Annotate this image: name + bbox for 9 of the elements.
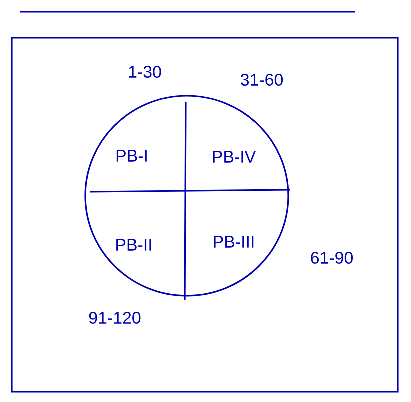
range-label: 61-90 (311, 252, 353, 264)
quadrant-label: PB-III (214, 236, 254, 248)
quadrant-label: PB-II (116, 239, 152, 251)
range-label: 1-30 (129, 66, 162, 78)
range-label: 91-120 (89, 312, 141, 324)
quadrant-label: PB-I (116, 150, 147, 162)
range-label: 31-60 (240, 74, 283, 86)
quadrant-label: PB-IV (213, 151, 256, 163)
circle (84, 95, 290, 297)
